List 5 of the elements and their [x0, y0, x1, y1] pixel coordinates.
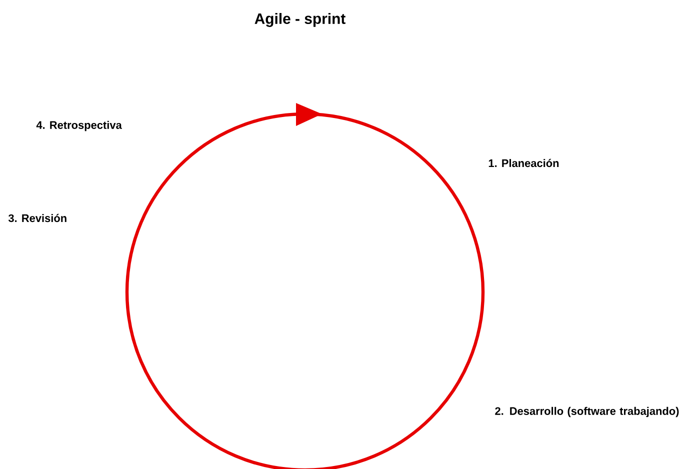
stage-label: 1. Planeación — [488, 158, 559, 168]
title: Agile - sprint — [254, 13, 346, 27]
stage-label: 4. Retrospectiva — [36, 120, 122, 132]
stage-label: 2. Desarrollo (software trabajando) — [495, 406, 679, 418]
stage-label: 3. Revisión — [8, 214, 66, 222]
